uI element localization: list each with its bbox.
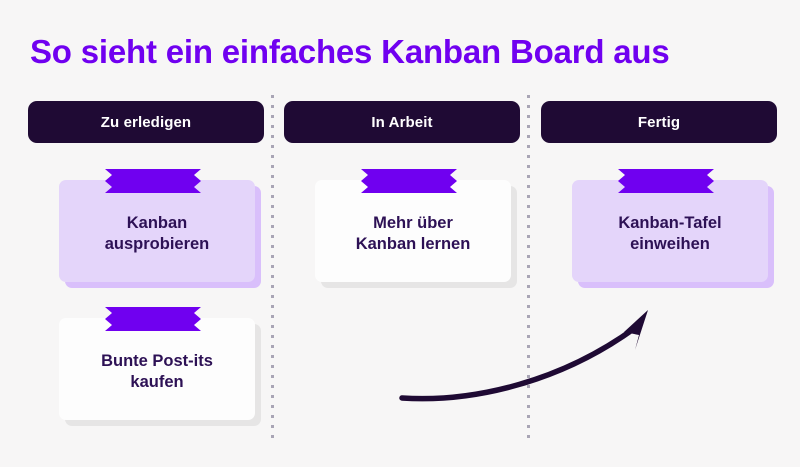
card-bunte-postits-kaufen[interactable]: Bunte Post-its kaufen <box>59 307 261 426</box>
card-kanban-ausprobieren[interactable]: Kanban ausprobieren <box>59 169 261 288</box>
column-in-progress: In Arbeit Mehr über Kanban lernen <box>284 101 520 288</box>
tape-icon <box>361 169 457 193</box>
column-header-in-progress[interactable]: In Arbeit <box>284 101 520 143</box>
column-done: Fertig Kanban-Tafel einweihen <box>541 101 777 288</box>
tape-icon <box>618 169 714 193</box>
tape-icon <box>105 307 201 331</box>
card-surface[interactable]: Mehr über Kanban lernen <box>315 180 511 282</box>
card-surface[interactable]: Kanban ausprobieren <box>59 180 255 282</box>
column-header-todo[interactable]: Zu erledigen <box>28 101 264 143</box>
column-todo: Zu erledigen Kanban ausprobieren Bunte P… <box>28 101 264 426</box>
card-label: Bunte Post-its kaufen <box>101 351 213 391</box>
tape-icon <box>105 169 201 193</box>
card-label: Kanban-Tafel einweihen <box>618 213 722 253</box>
column-divider-2 <box>527 95 530 440</box>
column-divider-1 <box>271 95 274 440</box>
column-header-done[interactable]: Fertig <box>541 101 777 143</box>
card-label: Kanban ausprobieren <box>104 213 210 253</box>
card-label: Mehr über Kanban lernen <box>355 213 471 253</box>
card-mehr-ueber-kanban-lernen[interactable]: Mehr über Kanban lernen <box>315 169 517 288</box>
card-surface[interactable]: Kanban-Tafel einweihen <box>572 180 768 282</box>
page-title: So sieht ein einfaches Kanban Board aus <box>30 33 670 70</box>
card-surface[interactable]: Bunte Post-its kaufen <box>59 318 255 420</box>
card-kanban-tafel-einweihen[interactable]: Kanban-Tafel einweihen <box>572 169 774 288</box>
